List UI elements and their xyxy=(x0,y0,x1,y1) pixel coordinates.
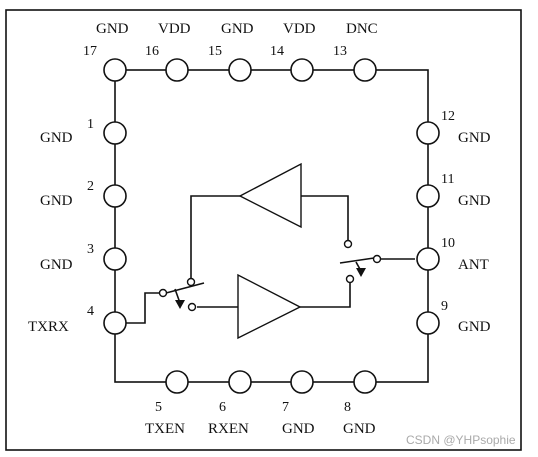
pin-name-label: RXEN xyxy=(208,421,249,437)
rx-amplifier-symbol xyxy=(238,162,302,229)
pin-name-label: GND xyxy=(282,421,315,437)
pin-name-label: GND xyxy=(458,319,491,335)
pin-8: GND 8 xyxy=(343,370,377,437)
pin-name-label: GND xyxy=(40,130,73,146)
pin-2: GND 2 xyxy=(40,179,127,209)
pin-pad xyxy=(103,247,127,271)
pin-number-label: 13 xyxy=(333,44,347,59)
pin-number-label: 17 xyxy=(83,44,97,59)
pin-number-label: 4 xyxy=(87,304,94,319)
pin-4: TXRX 4 xyxy=(28,304,127,335)
pin-name-label: ANT xyxy=(458,257,489,273)
pin-16: VDD 16 xyxy=(145,21,191,82)
pin-number-label: 8 xyxy=(344,400,351,415)
tx-amplifier-symbol xyxy=(237,273,302,340)
pin-name-label: GND xyxy=(96,21,129,37)
pin-pad xyxy=(165,370,189,394)
pin-9: GND 9 xyxy=(416,299,491,335)
pin-number-label: 11 xyxy=(441,172,454,187)
pin-17: GND 17 xyxy=(83,21,129,82)
pin-number-label: 5 xyxy=(155,400,162,415)
pin-name-label: TXRX xyxy=(28,319,69,335)
pin-number-label: 10 xyxy=(441,236,455,251)
diagram-frame xyxy=(5,9,522,451)
pins-layer: GND1GND2GND3TXRX4TXEN5RXEN6GND7GND8GND9A… xyxy=(28,21,491,437)
pin-pad xyxy=(416,311,440,335)
package-outline xyxy=(114,69,429,383)
pin-pad xyxy=(228,58,252,82)
pin-number-label: 15 xyxy=(208,44,222,59)
pin-name-label: GND xyxy=(343,421,376,437)
watermark: CSDN @YHPsophie xyxy=(406,433,516,447)
pin-pad xyxy=(416,184,440,208)
pin-pad xyxy=(228,370,252,394)
pin-name-label: GND xyxy=(40,257,73,273)
pin-pad xyxy=(416,247,440,271)
pin-number-label: 9 xyxy=(441,299,448,314)
pin-pad xyxy=(290,58,314,82)
pin-number-label: 6 xyxy=(219,400,226,415)
pin-name-label: TXEN xyxy=(145,421,185,437)
pin-name-label: GND xyxy=(458,193,491,209)
internal-wiring xyxy=(115,195,415,324)
pin-name-label: VDD xyxy=(283,21,316,37)
pin-number-label: 16 xyxy=(145,44,159,59)
pin-6: RXEN 6 xyxy=(208,370,252,437)
pin-name-label: GND xyxy=(40,193,73,209)
pin-number-label: 7 xyxy=(282,400,289,415)
pin-13: DNC 13 xyxy=(333,21,378,82)
pin-number-label: 12 xyxy=(441,109,455,124)
pin-name-label: GND xyxy=(458,130,491,146)
pin-1: GND 1 xyxy=(40,117,127,146)
pin-3: GND 3 xyxy=(40,242,127,273)
pin-pad xyxy=(165,58,189,82)
pin-pad xyxy=(103,184,127,208)
pin-11: GND 11 xyxy=(416,172,491,209)
pin-14: VDD 14 xyxy=(270,21,316,82)
pin-name-label: DNC xyxy=(346,21,378,37)
left-switch-symbol xyxy=(158,277,205,312)
pin-number-label: 3 xyxy=(87,242,94,257)
pin-number-label: 2 xyxy=(87,179,94,194)
pin-name-label: VDD xyxy=(158,21,191,37)
pin-number-label: 14 xyxy=(270,44,284,59)
pin-pad xyxy=(353,58,377,82)
pin-pad xyxy=(103,58,127,82)
pin-15: GND 15 xyxy=(208,21,254,82)
pin-pad xyxy=(416,121,440,145)
pin-pad xyxy=(103,311,127,335)
pin-pad xyxy=(353,370,377,394)
pin-7: GND 7 xyxy=(282,370,315,437)
pin-pad xyxy=(103,121,127,145)
pin-5: TXEN 5 xyxy=(145,370,189,437)
pin-pad xyxy=(290,370,314,394)
right-switch-symbol xyxy=(339,239,382,284)
pin-number-label: 1 xyxy=(87,117,94,132)
pin-name-label: GND xyxy=(221,21,254,37)
